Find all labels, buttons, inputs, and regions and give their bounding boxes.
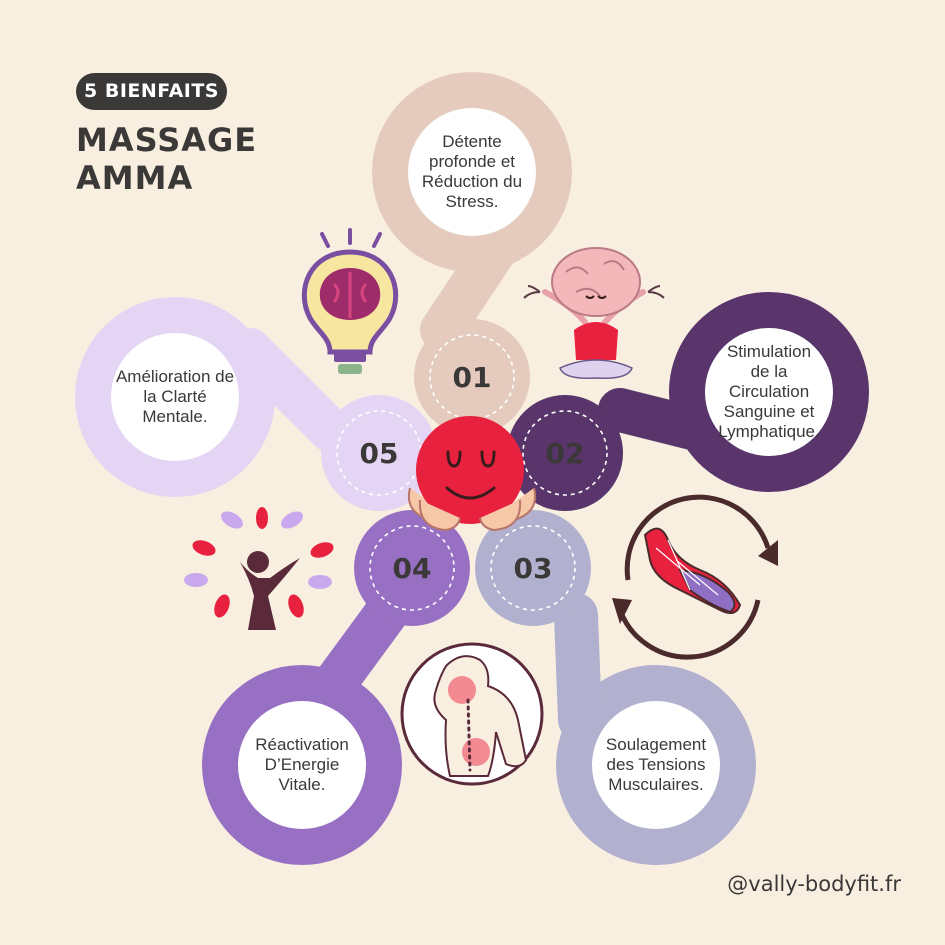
- step-03-ring: [475, 510, 591, 626]
- step-02-line: de la: [750, 362, 788, 381]
- step-04-line: Vitale.: [278, 775, 326, 794]
- step-05-ring: [321, 395, 437, 511]
- step-02-line: Circulation: [728, 382, 810, 401]
- step-04-dashed-ring: [369, 525, 455, 611]
- step-04-number: 04: [393, 552, 432, 585]
- step-02-number: 02: [546, 437, 585, 470]
- step-02-dashed-ring: [522, 410, 608, 496]
- step-04-ring: [354, 510, 470, 626]
- step-03-line: des Tensions: [606, 755, 706, 774]
- step-02-description: Stimulation de la Circulation Sanguine e…: [704, 337, 834, 447]
- step-03-path: [554, 593, 756, 865]
- step-04-description: Réactivation D’Energie Vitale.: [242, 725, 362, 805]
- step-02-description-circle: [705, 328, 833, 456]
- step-01-description-circle: [408, 108, 536, 236]
- social-handle: @vally-bodyfit.fr: [727, 872, 901, 896]
- step-04-description-circle: [238, 701, 366, 829]
- step-01-path: [372, 72, 572, 352]
- step-03-dashed-ring: [490, 525, 576, 611]
- circulation-cycle-icon: [612, 494, 778, 660]
- step-01-line: Réduction du: [421, 172, 523, 191]
- step-01-ring: [414, 319, 530, 435]
- step-03-line: Soulagement: [605, 735, 707, 754]
- page-title-line-1: MASSAGE: [76, 121, 258, 159]
- step-05-line: la Clarté: [143, 387, 207, 406]
- step-01-description: Détente profonde et Réduction du Stress.: [412, 122, 532, 222]
- step-01-line: Stress.: [445, 192, 499, 211]
- benefits-count-badge: 5 BIENFAITS: [76, 73, 227, 110]
- step-04-line: D’Energie: [264, 755, 340, 774]
- back-pain-icon: [400, 642, 544, 786]
- tree-person-icon: [184, 507, 334, 630]
- step-01-line: profonde et: [428, 152, 515, 171]
- step-04-path: [202, 593, 407, 865]
- step-03-line: Musculaires.: [608, 775, 704, 794]
- step-02-line: Stimulation: [726, 342, 812, 361]
- step-02-ring: [507, 395, 623, 511]
- page-title-line-2: AMMA: [76, 159, 194, 197]
- step-04-line: Réactivation: [255, 735, 349, 754]
- step-03-description-circle: [592, 701, 720, 829]
- meditating-brain-icon: [523, 247, 665, 380]
- step-01-number: 01: [453, 361, 492, 394]
- step-03-number: 03: [514, 552, 553, 585]
- step-02-line: Sanguine et: [723, 402, 815, 421]
- step-05-number: 05: [360, 437, 399, 470]
- step-02-path: [598, 292, 869, 492]
- step-05-line: Amélioration de: [115, 367, 235, 386]
- step-05-path: [75, 297, 352, 497]
- step-02-line: Lymphatique.: [718, 422, 820, 441]
- step-01-line: Détente: [442, 132, 502, 151]
- step-03-description: Soulagement des Tensions Musculaires.: [591, 725, 721, 805]
- smiling-face-icon: [408, 416, 536, 532]
- step-05-description-circle: [111, 333, 239, 461]
- step-05-description: Amélioration de la Clarté Mentale.: [105, 357, 245, 437]
- lightbulb-brain-icon: [301, 228, 399, 374]
- step-05-line: Mentale.: [142, 407, 208, 426]
